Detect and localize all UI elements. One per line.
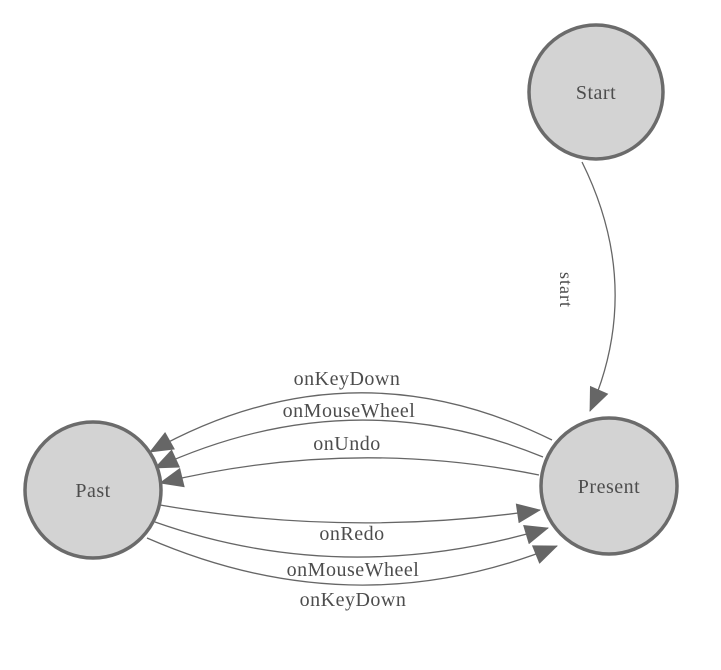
edge-label-onundo: onUndo <box>313 433 380 455</box>
edge-past-to-present-onmousewheel: onMouseWheel <box>154 521 549 581</box>
edge-present-to-past-onmousewheel: onMouseWheel <box>154 400 544 469</box>
edge-start-to-present-path <box>581 161 616 412</box>
edge-label-onredo: onRedo <box>319 523 384 545</box>
state-node-present-group: Present <box>539 416 679 556</box>
edge-past-to-present-onredo: onRedo <box>159 503 541 545</box>
edge-label-start: start <box>556 272 576 308</box>
state-node-start[interactable] <box>527 23 665 161</box>
edge-label-onkeydown-bottom: onKeyDown <box>300 589 407 611</box>
edge-label-onmousewheel-bottom: onMouseWheel <box>287 559 420 581</box>
state-node-past-group: Past <box>23 420 163 560</box>
state-node-start-group: Start <box>527 23 665 161</box>
state-node-present[interactable] <box>539 416 679 556</box>
state-node-past[interactable] <box>23 420 163 560</box>
edge-label-onmousewheel-top: onMouseWheel <box>283 400 416 422</box>
state-node-past-label: Past <box>75 480 110 502</box>
state-node-present-label: Present <box>578 476 640 498</box>
edge-past-to-present-onmousewheel-path <box>154 521 549 558</box>
edge-present-to-past-onundo-path <box>159 457 540 488</box>
edge-present-to-past-onkeydown-path <box>149 392 553 453</box>
edge-past-to-present-onkeydown-path <box>146 537 558 586</box>
edge-present-to-past-onundo: onUndo <box>159 433 540 488</box>
edge-present-to-past-onmousewheel-path <box>154 419 544 469</box>
edge-present-to-past-onkeydown: onKeyDown <box>149 368 553 453</box>
edge-past-to-present-onkeydown: onKeyDown <box>146 537 558 611</box>
edge-label-onkeydown-top: onKeyDown <box>294 368 401 390</box>
edge-start-to-present: start <box>556 161 616 412</box>
edge-past-to-present-onredo-path <box>159 503 541 524</box>
state-node-start-label: Start <box>576 82 616 104</box>
